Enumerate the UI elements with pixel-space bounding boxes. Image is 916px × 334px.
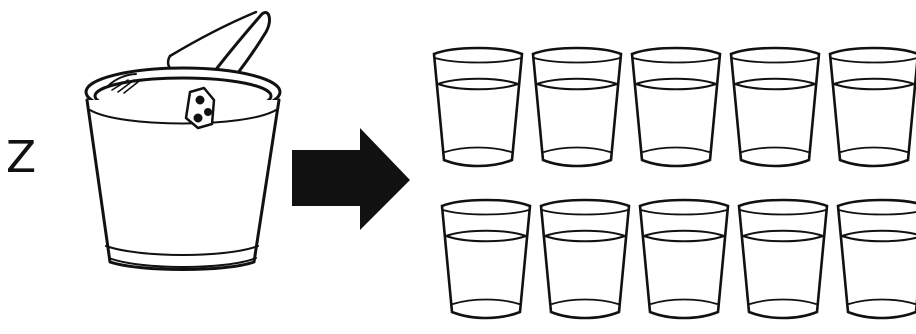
glass-of-water-icon: [731, 48, 819, 166]
bucket-icon: [86, 12, 280, 270]
glass-of-water-icon: [541, 200, 629, 318]
arrow-right-icon: [292, 128, 410, 230]
glass-of-water-icon: [838, 200, 916, 318]
glass-of-water-icon: [640, 200, 728, 318]
glass-of-water-icon: [442, 200, 530, 318]
glass-grid: [434, 48, 916, 318]
glass-of-water-icon: [739, 200, 827, 318]
glass-of-water-icon: [632, 48, 720, 166]
glass-of-water-icon: [434, 48, 522, 166]
glass-of-water-icon: [830, 48, 916, 166]
glass-of-water-icon: [533, 48, 621, 166]
